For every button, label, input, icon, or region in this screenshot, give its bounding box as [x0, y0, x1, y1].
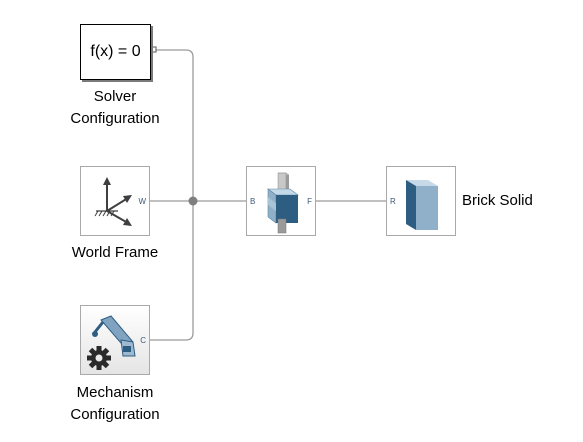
joint-block[interactable]: B F — [246, 166, 316, 236]
solver-port-square[interactable] — [150, 46, 157, 53]
mechanism-configuration-block[interactable]: C — [80, 305, 150, 375]
world-frame-icon — [94, 177, 132, 226]
solver-label-line2: Configuration — [70, 110, 160, 127]
solver-label-line1: Solver — [93, 88, 137, 105]
mechanism-label-line1: Mechanism — [76, 384, 154, 401]
prismatic-joint-icon — [267, 172, 299, 234]
joint-port-b[interactable]: B — [250, 197, 256, 206]
mechanism-label-line2: Configuration — [70, 406, 160, 423]
mechanism-connection[interactable] — [150, 201, 194, 341]
solver-configuration-label: Solver Configuration — [50, 86, 180, 130]
brick-solid-block[interactable]: R — [386, 166, 456, 236]
brick-solid-port-r[interactable]: R — [390, 197, 396, 206]
world-frame-label: World Frame — [71, 244, 159, 261]
joint-port-f[interactable]: F — [307, 197, 312, 206]
mechanism-port-c[interactable]: C — [140, 336, 146, 345]
brick-solid-label: Brick Solid — [462, 192, 533, 209]
solver-expression: f(x) = 0 — [90, 43, 141, 60]
solver-connection[interactable] — [154, 49, 194, 201]
junction-dot — [188, 196, 198, 206]
world-frame-port-w[interactable]: W — [138, 197, 146, 206]
world-frame-block[interactable]: W — [80, 166, 150, 236]
gear-icon — [87, 346, 111, 370]
mechanism-configuration-label: Mechanism Configuration — [40, 382, 190, 426]
brick-solid-icon — [406, 180, 438, 230]
solver-configuration-block[interactable]: f(x) = 0 — [80, 24, 151, 80]
